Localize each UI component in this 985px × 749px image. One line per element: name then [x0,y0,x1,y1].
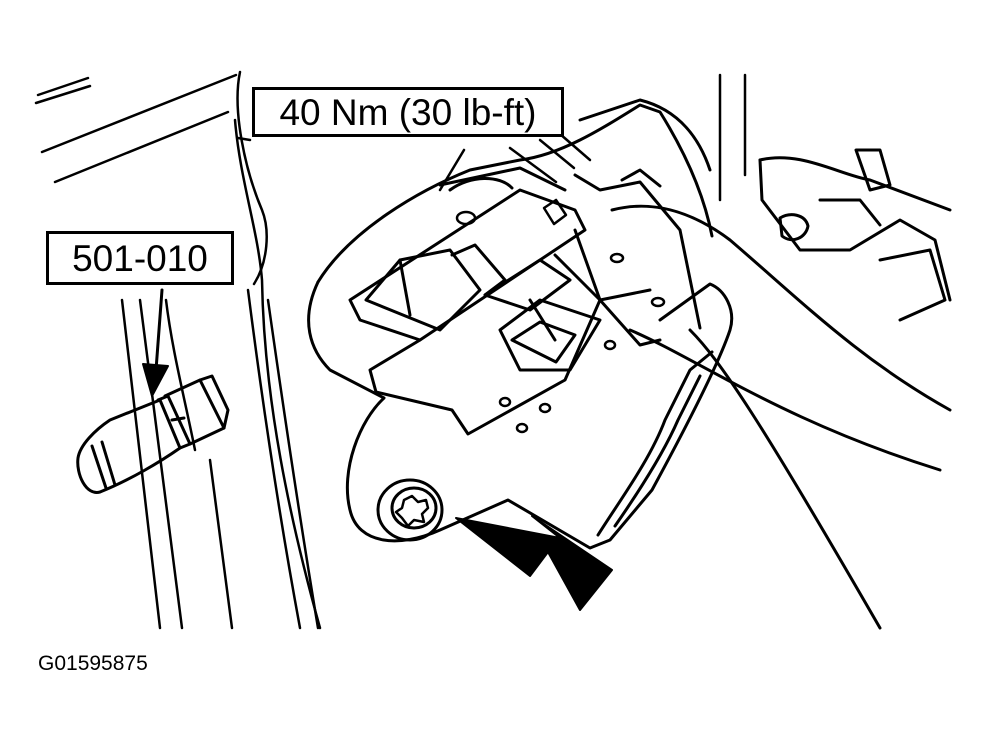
connector-harness [573,148,952,630]
torx-bolt-icon [376,478,444,542]
torque-spec-callout: 40 Nm (30 lb-ft) [252,87,564,137]
torque-leader-lines [438,132,592,192]
body-panel-lines [34,70,747,630]
tool-leader-arrow [142,288,169,397]
figure-id: G01595875 [38,652,148,675]
sensor-bracket [307,98,734,550]
arrow-icon [455,515,613,611]
torx-socket-icon [76,374,230,494]
sensor-module [348,166,666,436]
tool-number-callout: 501-010 [46,231,234,285]
